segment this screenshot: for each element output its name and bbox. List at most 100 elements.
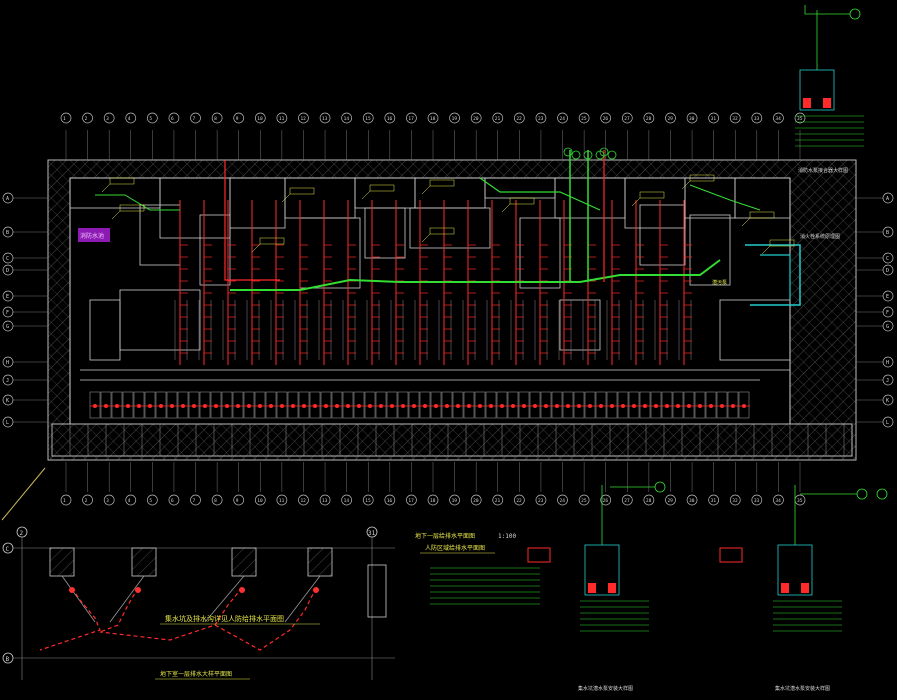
riser-label-1: 消防水泵接合器大样图 <box>798 167 848 174</box>
grid-number: 30 <box>689 116 695 122</box>
column <box>307 547 333 577</box>
parking-bay <box>364 391 376 419</box>
grid-bubble <box>2 226 14 238</box>
partial-plan-label: 地下室一层排水大样平面图 <box>160 670 232 678</box>
partial-drainage-plan: 2 31 C B 集水坑及排水沟详见人防给排水平面图 地下室一层排水大样平面图 <box>1 467 395 680</box>
valve-symbol <box>607 150 617 160</box>
tag-box <box>119 204 145 212</box>
grid-number: 8 <box>214 116 217 122</box>
grid-bubble <box>233 494 245 506</box>
grid-number: 16 <box>387 116 393 122</box>
grid-bubble <box>882 416 894 428</box>
grid-bubble <box>362 112 374 124</box>
grid-bubble <box>341 112 352 124</box>
parking-bay <box>540 391 552 419</box>
room-wall <box>559 299 601 351</box>
tag-leader <box>281 193 291 203</box>
grid-bubble <box>708 112 719 124</box>
parking-bay <box>320 391 332 419</box>
grid-letter: K <box>886 398 889 404</box>
tag-box <box>749 211 775 219</box>
parking-bay <box>122 391 134 419</box>
tag-box <box>509 197 535 205</box>
grid-number: 27 <box>624 116 630 122</box>
tag-leader <box>421 233 431 243</box>
grid-letter: H <box>6 360 9 366</box>
detail-notes <box>430 567 540 605</box>
riser-pipe <box>804 5 850 15</box>
grid-number: 24 <box>560 116 566 122</box>
grid-bubble <box>492 494 504 506</box>
grid-number: 14 <box>344 116 350 122</box>
grid-bubble <box>578 494 590 506</box>
grid-number: 28 <box>646 498 652 504</box>
grid-bubble <box>211 112 223 124</box>
grid-bubble <box>147 494 158 506</box>
parking-bay <box>309 391 321 419</box>
grid-bubble <box>882 252 894 264</box>
grid-number: 3 <box>106 498 109 504</box>
riser-label-2: 集水坑潜水泵安装大样图 <box>578 685 633 692</box>
grid-number: 18 <box>430 498 436 504</box>
grid-number: 33 <box>754 498 760 504</box>
parking-bay <box>617 391 629 419</box>
grid-bubble <box>168 494 180 506</box>
grid-number: 29 <box>667 498 673 504</box>
grid-bubble <box>211 494 223 506</box>
drain-line <box>214 587 317 651</box>
tag-box <box>769 239 795 247</box>
parking-bay <box>89 391 101 419</box>
grid-bubble <box>882 192 894 204</box>
grid-number: 34 <box>775 116 781 122</box>
valve-symbol <box>856 488 868 500</box>
grid-number: 26 <box>603 498 609 504</box>
pump <box>588 583 596 593</box>
grid-letter: L <box>886 420 889 426</box>
grid-number: 33 <box>754 116 760 122</box>
grid-number: 10 <box>257 116 263 122</box>
parking-bay <box>738 391 750 419</box>
grid-number: 2 <box>85 498 88 504</box>
parking-bay <box>298 391 310 419</box>
grid-bubble <box>362 494 374 506</box>
grid-letter: J <box>6 378 9 384</box>
grid-bubble <box>557 112 568 124</box>
pipe-green <box>689 184 761 211</box>
grid-bubble <box>686 112 698 124</box>
grid-letter: D <box>886 268 889 274</box>
tag-leader <box>741 217 751 227</box>
parking-bay <box>254 391 266 419</box>
grid-letter: A <box>6 196 9 202</box>
parking-bay <box>672 391 684 419</box>
grid-bubble <box>190 112 201 124</box>
grid-bubble <box>773 494 784 506</box>
parking-bay <box>221 391 233 419</box>
grid-bubble <box>557 494 568 506</box>
pipe-network <box>95 147 801 365</box>
grid-bubble <box>643 494 655 506</box>
tag-box <box>109 177 135 185</box>
parking-bay <box>562 391 574 419</box>
grid-bubble <box>514 494 525 506</box>
valve-symbol <box>571 150 581 160</box>
pipe-green <box>95 194 180 211</box>
parking-bay <box>727 391 739 419</box>
room-wall <box>199 214 231 286</box>
grid-bubble <box>103 494 115 506</box>
tag-leader <box>421 185 431 195</box>
parking-bay <box>518 391 530 419</box>
grid-bubble <box>2 356 14 368</box>
parking-bay <box>287 391 299 419</box>
control-panel <box>719 547 743 563</box>
grid-bubble <box>60 494 72 506</box>
pipe-green <box>230 259 721 291</box>
parking-bay <box>485 391 497 419</box>
grid-number: 11 <box>279 498 285 504</box>
parking-bay <box>694 391 706 419</box>
grid-number: 13 <box>322 498 328 504</box>
grid-number: 29 <box>667 116 673 122</box>
